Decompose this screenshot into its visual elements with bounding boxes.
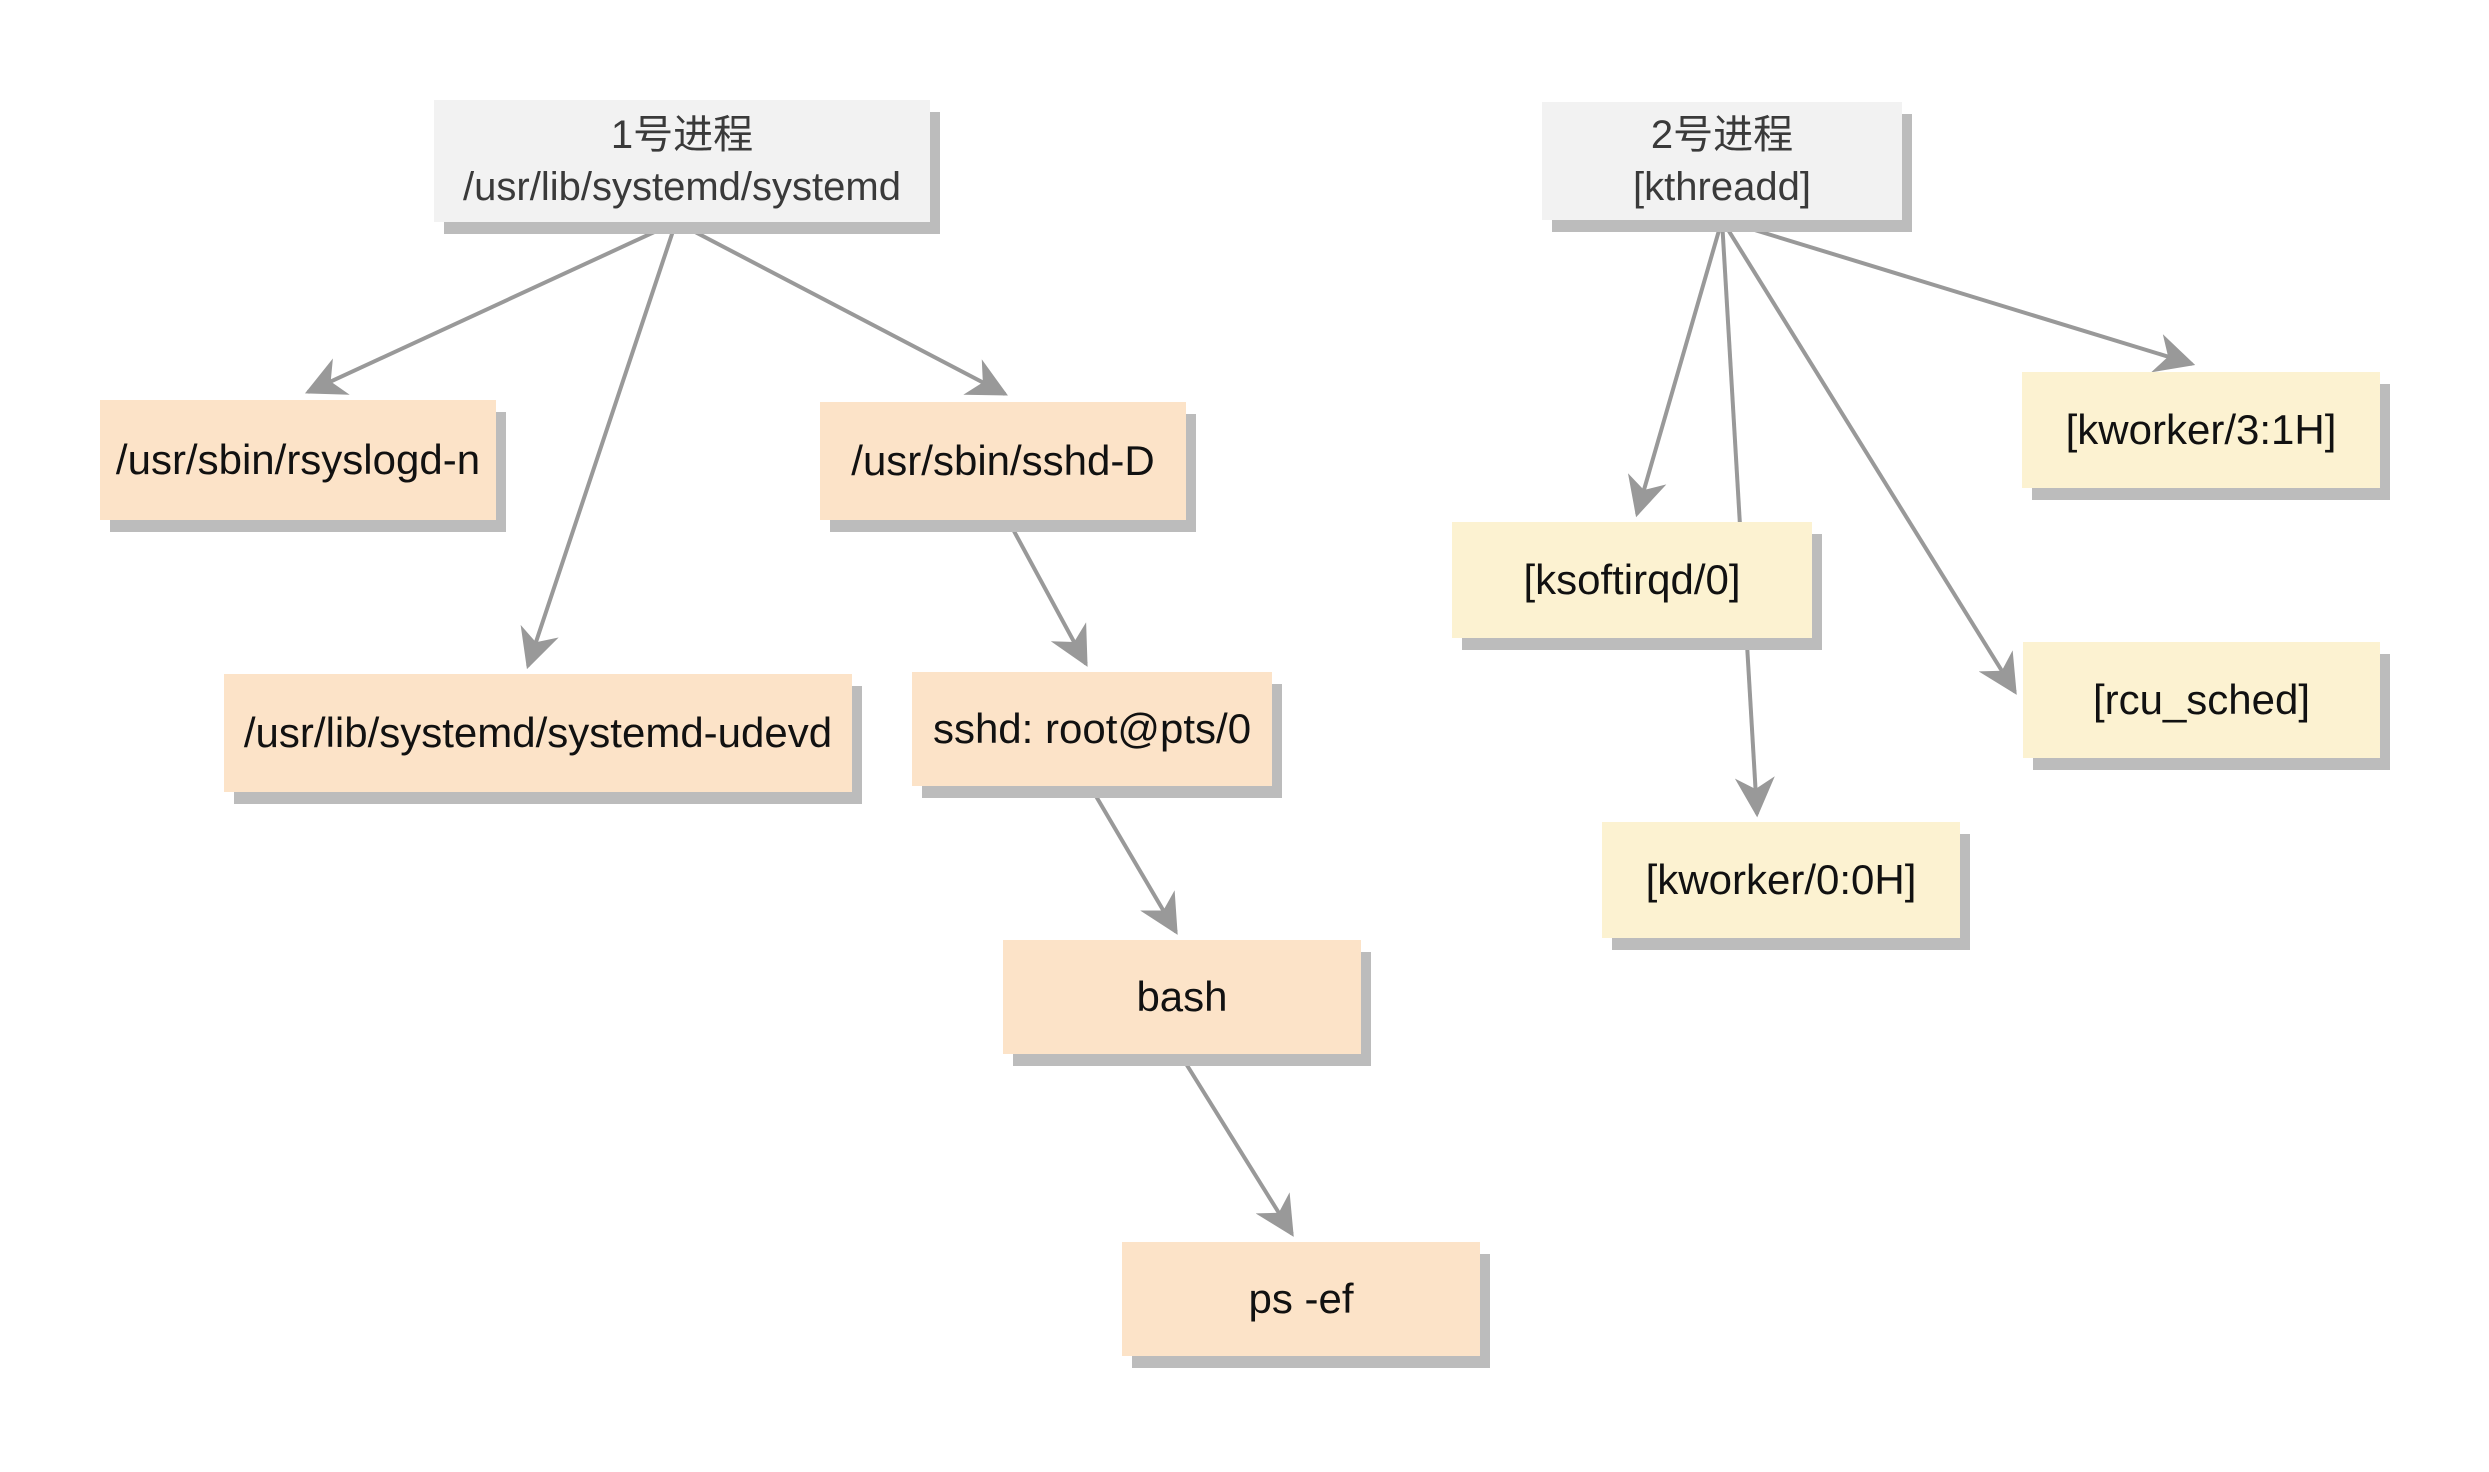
node-bash: bash <box>1003 940 1361 1054</box>
node-label: sshd: root@pts/0 <box>932 704 1252 752</box>
node-label: /usr/sbin/rsyslogd-n <box>115 435 481 483</box>
node-rsyslogd: /usr/sbin/rsyslogd-n <box>100 400 496 520</box>
edge-sshd-session-to-bash <box>1088 784 1178 935</box>
node-label: ps -ef <box>1248 1274 1354 1322</box>
edge-bash-to-ps-ef <box>1178 1052 1294 1237</box>
node-label: [kworker/0:0H] <box>1645 855 1917 903</box>
node-label: [ksoftirqd/0] <box>1523 555 1741 603</box>
node-rcu-sched: [rcu_sched] <box>2023 642 2380 758</box>
node-label: bash <box>1136 972 1228 1020</box>
node-kworker-0-0H: [kworker/0:0H] <box>1602 822 1960 938</box>
edge-pid2-kthreadd-to-rcu-sched <box>1720 218 2017 695</box>
node-label: [rcu_sched] <box>2092 675 2311 723</box>
edge-pid2-kthreadd-to-kworker-3-1H <box>1721 218 2196 373</box>
edge-pid1-systemd-to-rsyslogd <box>304 220 677 395</box>
node-pid2-kthreadd: 2号进程 [kthreadd] <box>1542 102 1902 220</box>
edge-pid1-systemd-to-systemd-udevd <box>520 221 678 670</box>
node-systemd-udevd: /usr/lib/systemd/systemd-udevd <box>224 674 852 792</box>
node-label: /usr/sbin/sshd-D <box>851 436 1155 484</box>
edge-sshd-daemon-to-sshd-session <box>1006 519 1088 667</box>
node-label: [kthreadd] <box>1633 165 1811 209</box>
node-sshd-daemon: /usr/sbin/sshd-D <box>820 402 1186 520</box>
node-label: 2号进程 <box>1650 113 1794 157</box>
edge-pid2-kthreadd-to-ksoftirqd <box>1627 219 1724 518</box>
node-label: [kworker/3:1H] <box>2065 405 2337 453</box>
edge-pid1-systemd-to-sshd-daemon <box>675 220 1008 396</box>
node-ps-ef: ps -ef <box>1122 1242 1480 1356</box>
node-kworker-3-1H: [kworker/3:1H] <box>2022 372 2380 488</box>
node-label: 1号进程 <box>610 113 754 157</box>
node-pid1-systemd: 1号进程/usr/lib/systemd/systemd <box>434 100 930 222</box>
node-ksoftirqd: [ksoftirqd/0] <box>1452 522 1812 638</box>
node-label: /usr/lib/systemd/systemd <box>463 165 901 209</box>
edge-pid2-kthreadd-to-kworker-0-0H <box>1720 219 1775 818</box>
node-sshd-session: sshd: root@pts/0 <box>912 672 1272 786</box>
node-label: /usr/lib/systemd/systemd-udevd <box>243 708 833 756</box>
